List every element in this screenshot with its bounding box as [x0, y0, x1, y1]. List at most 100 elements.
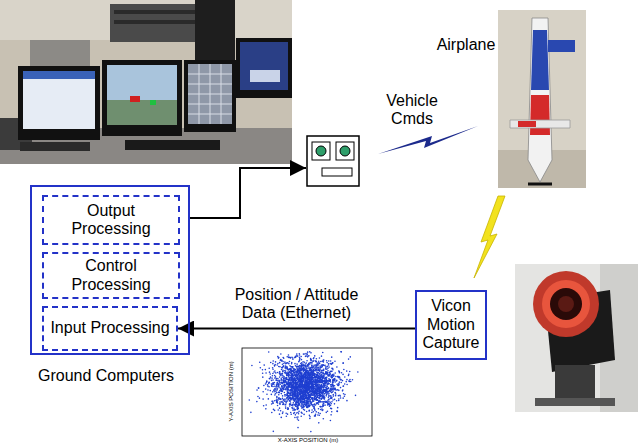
window-bar — [23, 71, 95, 79]
data-point — [312, 400, 314, 402]
lab-photo — [0, 0, 292, 164]
data-point — [287, 408, 289, 410]
transmitter-body — [307, 136, 359, 186]
data-point — [305, 404, 307, 406]
data-point — [328, 360, 330, 362]
data-point — [278, 380, 280, 382]
data-point — [333, 373, 335, 375]
data-point — [334, 381, 336, 383]
data-point — [285, 366, 287, 368]
data-point — [302, 392, 304, 394]
data-point — [306, 370, 308, 372]
data-point — [310, 374, 312, 376]
data-point — [303, 384, 305, 386]
data-point — [316, 374, 318, 376]
data-point — [310, 383, 312, 385]
data-point — [302, 405, 304, 407]
data-point — [321, 380, 323, 382]
data-point — [320, 376, 322, 378]
data-point — [294, 417, 296, 419]
data-point — [300, 397, 302, 399]
data-point — [335, 376, 337, 378]
data-point — [300, 404, 302, 406]
data-point — [311, 382, 313, 384]
data-point — [265, 408, 267, 410]
data-point — [287, 395, 289, 397]
data-point — [296, 353, 298, 355]
led-ring — [533, 271, 599, 337]
data-point — [329, 401, 331, 403]
data-point — [301, 362, 303, 364]
data-point — [279, 371, 281, 373]
data-point — [323, 373, 325, 375]
data-point — [302, 385, 304, 387]
data-point — [305, 374, 307, 376]
data-point — [327, 383, 329, 385]
data-point — [325, 391, 327, 393]
data-point — [328, 398, 330, 400]
data-point — [320, 361, 322, 363]
data-point — [272, 375, 274, 377]
data-point — [341, 372, 343, 374]
scatter-plot — [242, 348, 372, 436]
data-point — [337, 411, 339, 413]
stick-box — [336, 142, 354, 160]
data-point — [342, 397, 344, 399]
photo-ground — [0, 0, 292, 164]
data-point — [300, 397, 302, 399]
data-point — [325, 381, 327, 383]
data-point — [322, 401, 324, 403]
data-point — [331, 397, 333, 399]
data-point — [315, 369, 317, 371]
data-point — [295, 380, 297, 382]
data-point — [296, 363, 298, 365]
data-point — [329, 404, 331, 406]
data-point — [299, 393, 301, 395]
data-point — [250, 412, 252, 414]
data-point — [319, 373, 321, 375]
data-point — [290, 368, 292, 370]
data-point — [293, 385, 295, 387]
data-point — [310, 359, 312, 361]
data-point — [322, 397, 324, 399]
data-point — [307, 379, 309, 381]
data-point — [302, 389, 304, 391]
data-point — [308, 386, 310, 388]
data-point — [310, 403, 312, 405]
data-point — [251, 365, 253, 367]
data-point — [286, 397, 288, 399]
data-point — [288, 396, 290, 398]
data-point — [328, 399, 330, 401]
data-point — [309, 377, 311, 379]
data-point — [305, 365, 307, 367]
data-point — [294, 390, 296, 392]
data-point — [297, 386, 299, 388]
data-point — [290, 413, 292, 415]
data-point — [291, 378, 293, 380]
data-point — [294, 363, 296, 365]
data-point — [303, 409, 305, 411]
data-point — [269, 390, 271, 392]
data-point — [309, 405, 311, 407]
data-point — [263, 385, 265, 387]
data-point — [307, 385, 309, 387]
data-point — [310, 352, 312, 354]
data-point — [317, 367, 319, 369]
data-point — [306, 411, 308, 413]
data-point — [283, 376, 285, 378]
data-point — [311, 384, 313, 386]
data-point — [284, 392, 286, 394]
stick-box — [312, 142, 330, 160]
data-point — [286, 356, 288, 358]
data-point — [271, 400, 273, 402]
data-point — [328, 396, 330, 398]
rc-transmitter — [307, 136, 359, 186]
data-point — [282, 398, 284, 400]
data-point — [303, 375, 305, 377]
data-point — [306, 362, 308, 364]
data-point — [286, 366, 288, 368]
data-point — [320, 406, 322, 408]
data-point — [307, 390, 309, 392]
wing — [510, 120, 570, 128]
data-point — [334, 403, 336, 405]
